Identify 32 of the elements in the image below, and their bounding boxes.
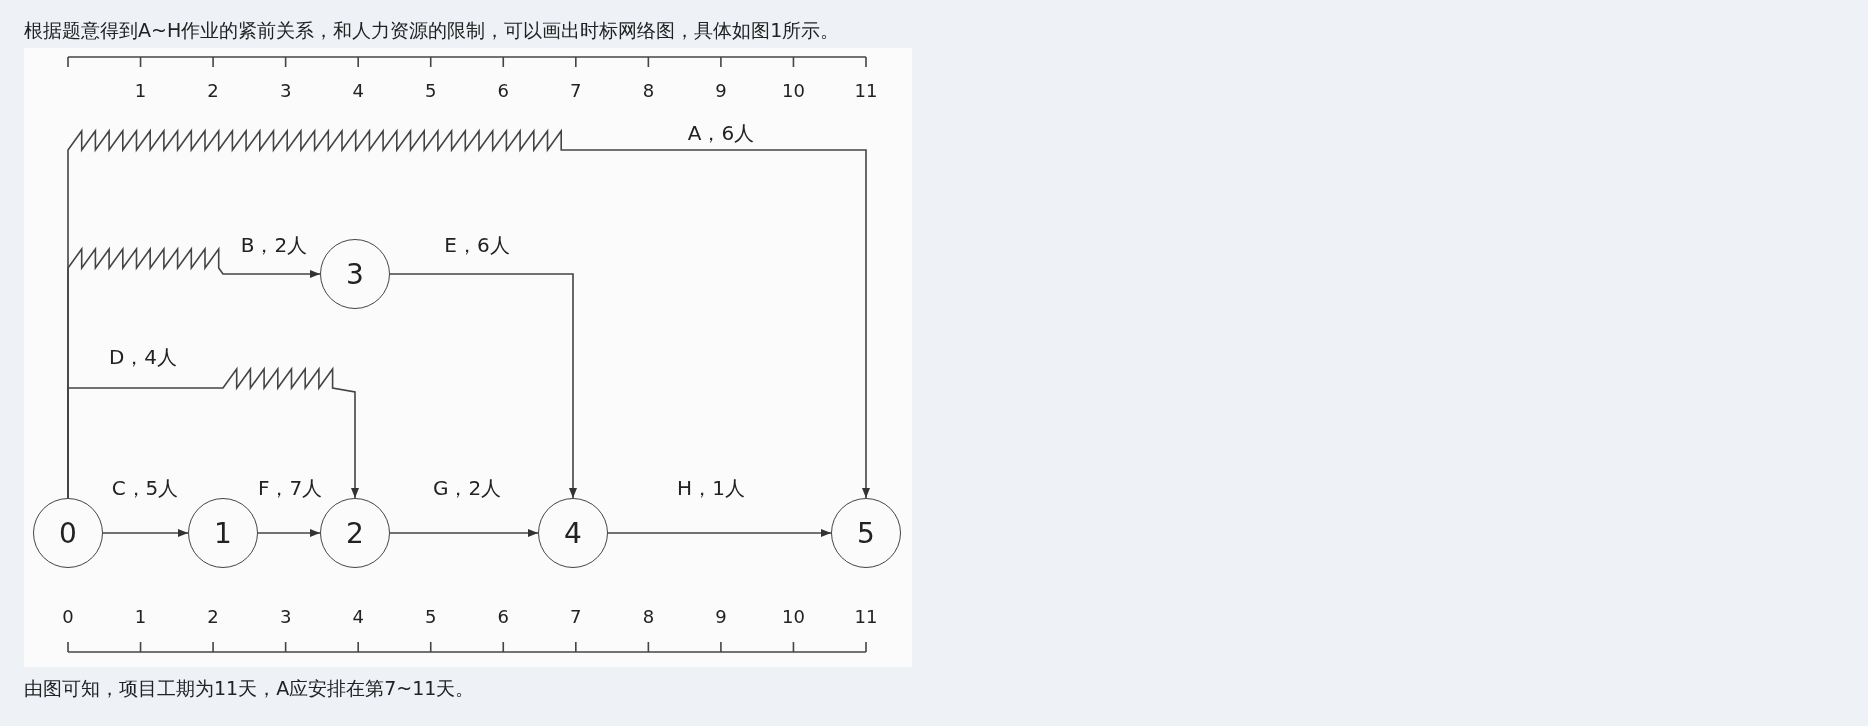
axis-label: 3 <box>279 79 292 101</box>
axis-label: 10 <box>782 79 805 101</box>
axis-label: 6 <box>497 79 509 101</box>
arrow <box>389 529 539 537</box>
axis-label: 1 <box>134 605 147 627</box>
heading-text: 根据题意得到A~H作业的紧前关系，和人力资源的限制，可以画出时标网络图，具体如图1所示。 <box>24 18 840 43</box>
axis-label: 10 <box>782 605 805 627</box>
axis-label: 4 <box>352 605 364 627</box>
axis-label: 5 <box>425 79 437 101</box>
arrow <box>607 529 832 537</box>
axis-label: 1 <box>134 79 147 101</box>
caption-text: 由图可知，项目工期为11天，A应安排在第7~11天。 <box>24 676 475 701</box>
axis-label: 7 <box>570 79 582 101</box>
arrow <box>389 273 577 499</box>
axis-label: 8 <box>642 79 655 101</box>
axis-label: 0 <box>62 605 74 627</box>
axis-label: 2 <box>207 79 219 101</box>
arrow <box>67 366 359 499</box>
axis-label: 5 <box>425 605 437 627</box>
axis-label: 7 <box>570 605 582 627</box>
arrow <box>257 529 321 537</box>
axis-label: 9 <box>715 605 727 627</box>
axis-label: 3 <box>279 605 292 627</box>
arrow <box>102 529 189 537</box>
axis-label: 9 <box>715 79 727 101</box>
axis-label: 11 <box>854 79 878 101</box>
axis-label: 4 <box>352 79 364 101</box>
axis-label: 11 <box>854 605 878 627</box>
arrow <box>67 128 870 499</box>
axis-label: 6 <box>497 605 509 627</box>
axis-label: 2 <box>207 605 219 627</box>
axis-label: 8 <box>642 605 655 627</box>
